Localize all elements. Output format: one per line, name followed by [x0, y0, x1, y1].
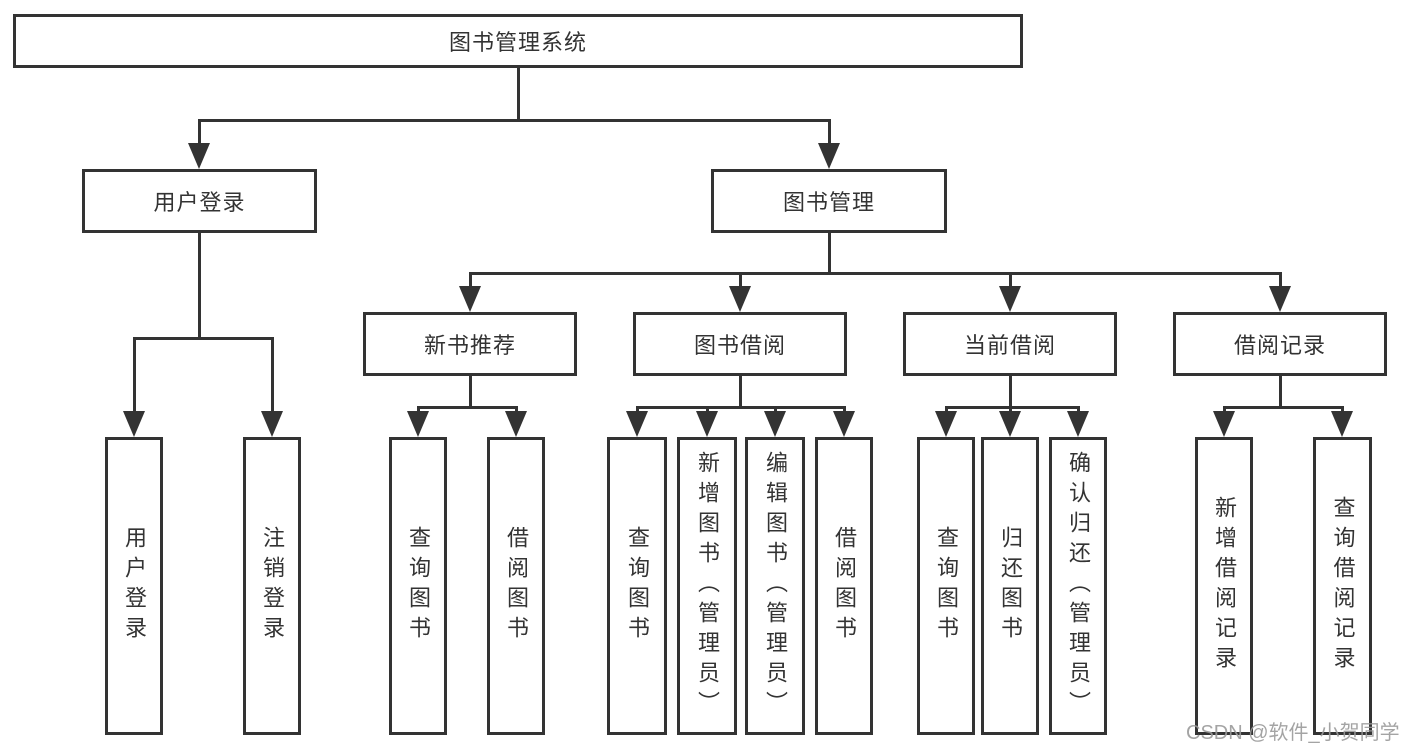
leaf-current-query-books: 查询图书: [917, 437, 975, 735]
connector-shaft: [945, 406, 948, 414]
node-book-management: 图书管理: [711, 169, 947, 233]
leaf-return-books-label: 归还图书: [998, 526, 1023, 646]
connector-stem: [739, 376, 742, 408]
connector-shaft: [706, 406, 709, 414]
connector-shaft: [1279, 272, 1282, 288]
connector-user-login-hline: [133, 337, 274, 340]
node-user-login-label: 用户登录: [153, 190, 246, 215]
connector-root-hline: [198, 119, 831, 122]
node-new-book-recommend-label: 新书推荐: [423, 333, 516, 358]
node-borrow-records: 借阅记录: [1173, 312, 1387, 376]
arrowhead-down-icon: [1213, 411, 1235, 437]
arrowhead-down-icon: [459, 286, 481, 312]
connector-shaft: [271, 337, 274, 413]
leaf-confirm-return-admin-label: 确认归还（管理员）: [1066, 451, 1091, 721]
csdn-watermark: CSDN @软件_小贺同学: [1186, 722, 1400, 744]
leaf-edit-books-admin-label: 编辑图书（管理员）: [763, 451, 788, 721]
connector-book-mgmt-stem: [828, 233, 831, 275]
connector-hline: [417, 406, 518, 409]
leaf-query-borrow-record: 查询借阅记录: [1313, 437, 1372, 735]
arrowhead-down-icon: [1067, 411, 1089, 437]
leaf-add-borrow-record: 新增借阅记录: [1195, 437, 1253, 735]
leaf-current-query-books-label: 查询图书: [934, 526, 959, 646]
connector-shaft: [198, 119, 201, 147]
connector-shaft: [133, 337, 136, 413]
connector-user-login-stem: [198, 233, 201, 340]
leaf-logout-label: 注销登录: [260, 526, 285, 646]
leaf-user-login-label: 用户登录: [122, 526, 147, 646]
leaf-recommend-query-books: 查询图书: [389, 437, 447, 735]
connector-shaft: [636, 406, 639, 414]
connector-shaft: [1009, 272, 1012, 288]
leaf-query-borrow-record-label: 查询借阅记录: [1330, 496, 1356, 676]
node-root: 图书管理系统: [13, 14, 1023, 68]
arrowhead-down-icon: [935, 411, 957, 437]
arrowhead-down-icon: [999, 286, 1021, 312]
arrowhead-down-icon: [1269, 286, 1291, 312]
connector-shaft: [417, 406, 420, 414]
node-borrow-records-label: 借阅记录: [1233, 333, 1326, 358]
connector-shaft: [1077, 406, 1080, 414]
arrowhead-down-icon: [407, 411, 429, 437]
connector-shaft: [1009, 406, 1012, 414]
connector-hline: [1223, 406, 1343, 409]
arrowhead-down-icon: [729, 286, 751, 312]
node-new-book-recommend: 新书推荐: [363, 312, 577, 376]
leaf-edit-books-admin: 编辑图书（管理员）: [745, 437, 805, 735]
connector-shaft: [843, 406, 846, 414]
connector-shaft: [469, 272, 472, 288]
connector-root-stem: [517, 68, 520, 122]
leaf-borrowing-query-books-label: 查询图书: [625, 526, 650, 646]
leaf-logout: 注销登录: [243, 437, 301, 735]
connector-stem: [1279, 376, 1282, 408]
connector-shaft: [1223, 406, 1226, 414]
arrowhead-down-icon: [505, 411, 527, 437]
arrowhead-down-icon: [261, 411, 283, 437]
connector-hline: [945, 406, 1079, 409]
connector-shaft: [774, 406, 777, 414]
node-current-borrowing: 当前借阅: [903, 312, 1117, 376]
node-root-label: 图书管理系统: [448, 30, 587, 55]
leaf-user-login: 用户登录: [105, 437, 163, 735]
node-current-borrowing-label: 当前借阅: [963, 333, 1056, 358]
arrowhead-down-icon: [833, 411, 855, 437]
arrowhead-down-icon: [696, 411, 718, 437]
connector-shaft: [828, 119, 831, 147]
node-book-borrowing-label: 图书借阅: [693, 333, 786, 358]
connector-stem: [469, 376, 472, 408]
leaf-add-books-admin: 新增图书（管理员）: [677, 437, 737, 735]
leaf-recommend-borrow-books: 借阅图书: [487, 437, 545, 735]
leaf-return-books: 归还图书: [981, 437, 1039, 735]
arrowhead-down-icon: [626, 411, 648, 437]
arrowhead-down-icon: [999, 411, 1021, 437]
connector-hline: [636, 406, 845, 409]
arrowhead-down-icon: [818, 143, 840, 169]
leaf-borrowing-query-books: 查询图书: [607, 437, 667, 735]
arrowhead-down-icon: [123, 411, 145, 437]
leaf-add-books-admin-label: 新增图书（管理员）: [695, 451, 720, 721]
node-user-login: 用户登录: [82, 169, 317, 233]
leaf-confirm-return-admin: 确认归还（管理员）: [1049, 437, 1107, 735]
node-book-borrowing: 图书借阅: [633, 312, 847, 376]
node-book-management-label: 图书管理: [782, 190, 875, 215]
arrowhead-down-icon: [188, 143, 210, 169]
connector-shaft: [515, 406, 518, 414]
connector-shaft: [1341, 406, 1344, 414]
leaf-recommend-query-books-label: 查询图书: [406, 526, 431, 646]
leaf-borrowing-borrow-books: 借阅图书: [815, 437, 873, 735]
leaf-add-borrow-record-label: 新增借阅记录: [1212, 496, 1237, 676]
leaf-recommend-borrow-books-label: 借阅图书: [504, 526, 529, 646]
arrowhead-down-icon: [764, 411, 786, 437]
connector-shaft: [739, 272, 742, 288]
connector-book-mgmt-hline: [469, 272, 1282, 275]
connector-stem: [1009, 376, 1012, 408]
arrowhead-down-icon: [1331, 411, 1353, 437]
leaf-borrowing-borrow-books-label: 借阅图书: [832, 526, 857, 646]
